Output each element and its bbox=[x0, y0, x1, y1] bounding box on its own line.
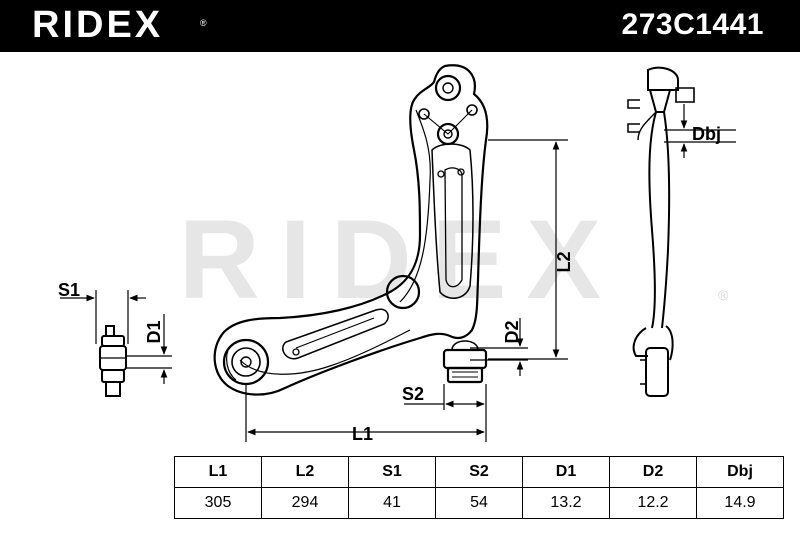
header-bar: RIDEX ® 273C1441 bbox=[0, 0, 800, 52]
spec-value-s1: 41 bbox=[348, 487, 436, 519]
technical-drawing: RIDEX ® bbox=[58, 64, 736, 444]
spec-header-s1: S1 bbox=[348, 456, 436, 488]
spec-header-d1: D1 bbox=[522, 456, 610, 488]
spec-table-header-row: L1 L2 S1 S2 D1 D2 Dbj bbox=[174, 456, 784, 488]
spec-header-l2: L2 bbox=[261, 456, 349, 488]
part-number: 273C1441 bbox=[621, 8, 764, 41]
watermark-registered-mark: ® bbox=[718, 287, 729, 303]
registered-mark: ® bbox=[200, 18, 207, 28]
spec-header-s2: S2 bbox=[435, 456, 523, 488]
label-d2: D2 bbox=[502, 320, 522, 343]
spec-header-d2: D2 bbox=[609, 456, 697, 488]
spec-value-s2: 54 bbox=[435, 487, 523, 519]
side-view-bushing bbox=[99, 325, 127, 397]
spec-value-d1: 13.2 bbox=[522, 487, 610, 519]
spec-table: L1 L2 S1 S2 D1 D2 Dbj 305 294 41 54 13.2… bbox=[174, 456, 784, 519]
spec-value-l2: 294 bbox=[261, 487, 349, 519]
label-dbj: Dbj bbox=[692, 124, 721, 144]
dimension-lines bbox=[60, 104, 736, 442]
spec-header-dbj: Dbj bbox=[696, 456, 784, 488]
label-s1: S1 bbox=[58, 280, 80, 300]
spec-value-dbj: 14.9 bbox=[696, 487, 784, 519]
spec-header-l1: L1 bbox=[174, 456, 262, 488]
spec-value-l1: 305 bbox=[174, 487, 262, 519]
brand-logo: RIDEX bbox=[32, 4, 164, 46]
label-d1: D1 bbox=[144, 320, 164, 343]
spec-table-value-row: 305 294 41 54 13.2 12.2 14.9 bbox=[174, 487, 784, 519]
label-l1: L1 bbox=[352, 424, 373, 444]
label-l2: L2 bbox=[554, 251, 574, 272]
label-s2: S2 bbox=[402, 384, 424, 404]
spec-value-d2: 12.2 bbox=[609, 487, 697, 519]
right-side-view bbox=[627, 66, 695, 397]
